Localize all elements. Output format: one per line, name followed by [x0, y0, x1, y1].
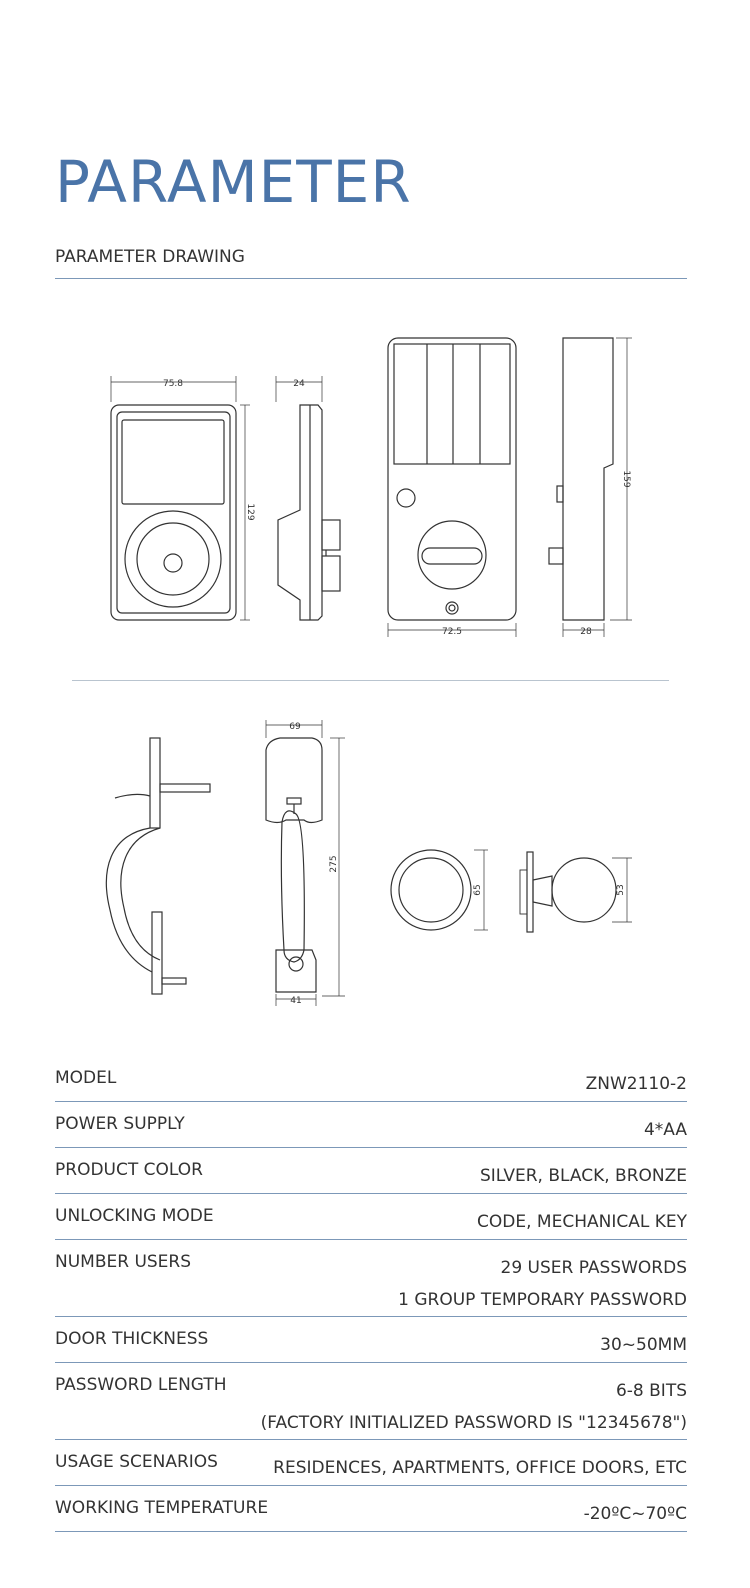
back-side-view: 159 28: [548, 337, 632, 637]
dim-side-depth: 24: [293, 379, 305, 389]
handle-front-view: 69 41 275: [265, 720, 345, 1006]
spec-value: 6-8 BITS: [615, 1381, 687, 1401]
spec-label: WORKING TEMPERATURE: [55, 1498, 269, 1518]
spec-label: USAGE SCENARIOS: [55, 1452, 218, 1472]
back-view: 72.5: [387, 337, 517, 637]
spec-row-product-color: PRODUCT COLOR SILVER, BLACK, BRONZE: [55, 1148, 687, 1194]
rosette-view: 65: [390, 849, 488, 931]
dim-back-depth: 28: [580, 627, 592, 637]
spec-label: MODEL: [55, 1068, 117, 1088]
dim-handle-bottom-width: 41: [290, 996, 301, 1006]
spec-value: 1 GROUP TEMPORARY PASSWORD: [398, 1290, 687, 1310]
spec-label: DOOR THICKNESS: [55, 1329, 209, 1349]
spec-table: MODEL ZNW2110-2 POWER SUPPLY 4*AA PRODUC…: [55, 1056, 687, 1532]
spec-value: -20ºC~70ºC: [583, 1504, 687, 1524]
spec-value: SILVER, BLACK, BRONZE: [479, 1166, 687, 1186]
page-title: PARAMETER: [55, 148, 412, 216]
dim-front-width: 75.8: [163, 379, 183, 389]
handle-side-view: [105, 737, 211, 995]
spec-row-power-supply: POWER SUPPLY 4*AA: [55, 1102, 687, 1148]
handle-drawings: 69 41 275 65 53: [105, 720, 632, 1006]
spec-row-unlocking-mode: UNLOCKING MODE CODE, MECHANICAL KEY: [55, 1194, 687, 1240]
dim-handle-top-width: 69: [289, 722, 301, 732]
dim-handle-height: 275: [329, 855, 339, 872]
dim-rosette: 65: [473, 884, 483, 895]
spec-label: NUMBER USERS: [55, 1252, 192, 1272]
drawing-divider: [72, 680, 669, 681]
section-subtitle: PARAMETER DRAWING: [55, 247, 245, 267]
spec-value: RESIDENCES, APARTMENTS, OFFICE DOORS, ET…: [273, 1458, 687, 1478]
dim-back-height: 159: [621, 470, 631, 487]
dim-back-width: 72.5: [442, 627, 462, 637]
dim-knob: 53: [616, 884, 626, 895]
spec-row-working-temperature: WORKING TEMPERATURE -20ºC~70ºC: [55, 1486, 687, 1532]
spec-value: (FACTORY INITIALIZED PASSWORD IS "123456…: [260, 1413, 687, 1433]
spec-label: PRODUCT COLOR: [55, 1160, 203, 1180]
spec-row-password-length: PASSWORD LENGTH 6-8 BITS (FACTORY INITIA…: [55, 1363, 687, 1440]
spec-value: 30~50MM: [600, 1335, 687, 1355]
title-divider: [55, 278, 687, 279]
spec-label: PASSWORD LENGTH: [55, 1375, 227, 1395]
knob-side-view: 53: [519, 851, 632, 933]
lock-drawings: 75.8 129 24 72.5: [110, 337, 632, 637]
spec-value: CODE, MECHANICAL KEY: [477, 1212, 687, 1232]
spec-row-usage-scenarios: USAGE SCENARIOS RESIDENCES, APARTMENTS, …: [55, 1440, 687, 1486]
side-view: 24: [275, 376, 341, 621]
dim-front-height: 129: [245, 503, 255, 520]
front-view: 75.8 129: [110, 376, 255, 621]
spec-value: 29 USER PASSWORDS: [500, 1258, 688, 1278]
spec-row-model: MODEL ZNW2110-2: [55, 1056, 687, 1102]
spec-row-door-thickness: DOOR THICKNESS 30~50MM: [55, 1317, 687, 1363]
spec-value: 4*AA: [643, 1120, 687, 1140]
spec-row-number-users: NUMBER USERS 29 USER PASSWORDS 1 GROUP T…: [55, 1240, 687, 1317]
spec-label: UNLOCKING MODE: [55, 1206, 214, 1226]
spec-value: ZNW2110-2: [585, 1074, 687, 1094]
spec-label: POWER SUPPLY: [55, 1114, 185, 1134]
